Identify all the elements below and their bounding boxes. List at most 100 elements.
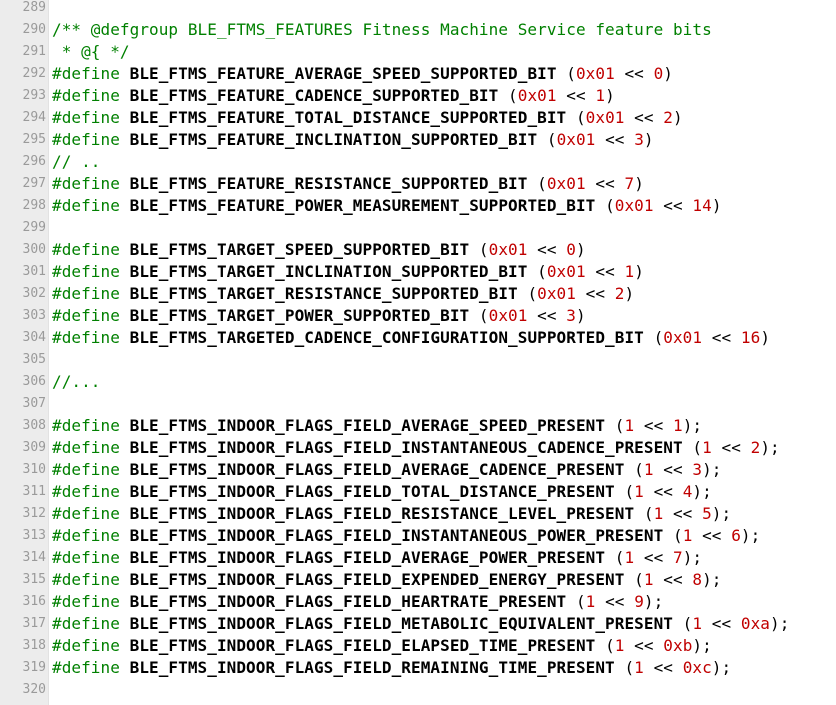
code-line[interactable]: 299: [0, 217, 836, 239]
line-text: #define BLE_FTMS_TARGET_INCLINATION_SUPP…: [52, 261, 644, 283]
code-line[interactable]: 302#define BLE_FTMS_TARGET_RESISTANCE_SU…: [0, 283, 836, 305]
number-token: 0x01: [546, 262, 586, 281]
punctuation-token: <<: [624, 108, 664, 127]
punctuation-token: [120, 438, 130, 457]
line-text: #define BLE_FTMS_INDOOR_FLAGS_FIELD_REMA…: [52, 657, 731, 679]
punctuation-token: (: [672, 614, 693, 633]
line-text: // ..: [52, 151, 101, 173]
line-text: #define BLE_FTMS_FEATURE_CADENCE_SUPPORT…: [52, 85, 615, 107]
code-line[interactable]: 290/** @defgroup BLE_FTMS_FEATURES Fitne…: [0, 19, 836, 41]
punctuation-token: [120, 504, 130, 523]
punctuation-token: [120, 482, 130, 501]
identifier-token: BLE_FTMS_INDOOR_FLAGS_FIELD_ELAPSED_TIME…: [129, 636, 596, 655]
preprocessor-token: #define: [52, 130, 120, 149]
line-number: 317: [22, 616, 46, 631]
line-number: 314: [22, 550, 46, 565]
punctuation-token: (: [643, 328, 664, 347]
identifier-token: BLE_FTMS_INDOOR_FLAGS_FIELD_RESISTANCE_L…: [129, 504, 635, 523]
punctuation-token: (: [517, 284, 538, 303]
code-line[interactable]: 318#define BLE_FTMS_INDOOR_FLAGS_FIELD_E…: [0, 635, 836, 657]
punctuation-token: [120, 328, 130, 347]
code-line[interactable]: 298#define BLE_FTMS_FEATURE_POWER_MEASUR…: [0, 195, 836, 217]
code-line[interactable]: 289: [0, 0, 836, 19]
punctuation-token: [120, 306, 130, 325]
code-line[interactable]: 303#define BLE_FTMS_TARGET_POWER_SUPPORT…: [0, 305, 836, 327]
punctuation-token: <<: [585, 174, 625, 193]
comment-token: // ..: [52, 152, 101, 171]
code-line[interactable]: 307: [0, 393, 836, 415]
identifier-token: BLE_FTMS_FEATURE_INCLINATION_SUPPORTED_B…: [129, 130, 538, 149]
line-number: 307: [22, 396, 46, 411]
code-line[interactable]: 291 * @{ */: [0, 41, 836, 63]
number-token: 5: [702, 504, 712, 523]
punctuation-token: <<: [614, 64, 654, 83]
line-number: 298: [22, 198, 46, 213]
code-line[interactable]: 292#define BLE_FTMS_FEATURE_AVERAGE_SPEE…: [0, 63, 836, 85]
line-number: 294: [22, 110, 46, 125]
number-token: 7: [624, 174, 635, 193]
code-line[interactable]: 309#define BLE_FTMS_INDOOR_FLAGS_FIELD_I…: [0, 437, 836, 459]
punctuation-token: [120, 196, 130, 215]
line-number: 318: [22, 638, 46, 653]
code-line[interactable]: 312#define BLE_FTMS_INDOOR_FLAGS_FIELD_R…: [0, 503, 836, 525]
code-line[interactable]: 305: [0, 349, 836, 371]
code-line[interactable]: 306//...: [0, 371, 836, 393]
punctuation-token: (: [663, 526, 683, 545]
code-line[interactable]: 313#define BLE_FTMS_INDOOR_FLAGS_FIELD_I…: [0, 525, 836, 547]
preprocessor-token: #define: [52, 108, 120, 127]
line-number: 303: [22, 308, 46, 323]
preprocessor-token: #define: [52, 86, 120, 105]
punctuation-token: <<: [653, 196, 693, 215]
code-line[interactable]: 304#define BLE_FTMS_TARGETED_CADENCE_CON…: [0, 327, 836, 349]
preprocessor-token: #define: [52, 240, 120, 259]
punctuation-token: <<: [624, 636, 664, 655]
code-line[interactable]: 293#define BLE_FTMS_FEATURE_CADENCE_SUPP…: [0, 85, 836, 107]
line-text: #define BLE_FTMS_INDOOR_FLAGS_FIELD_AVER…: [52, 547, 702, 569]
preprocessor-token: #define: [52, 416, 120, 435]
line-number: 310: [22, 462, 46, 477]
comment-token: /** @defgroup BLE_FTMS_FEATURES Fitness …: [52, 20, 712, 39]
code-line[interactable]: 319#define BLE_FTMS_INDOOR_FLAGS_FIELD_R…: [0, 657, 836, 679]
code-line[interactable]: 316#define BLE_FTMS_INDOOR_FLAGS_FIELD_H…: [0, 591, 836, 613]
code-line[interactable]: 308#define BLE_FTMS_INDOOR_FLAGS_FIELD_A…: [0, 415, 836, 437]
number-token: 0x01: [517, 86, 557, 105]
identifier-token: BLE_FTMS_TARGET_INCLINATION_SUPPORTED_BI…: [129, 262, 528, 281]
code-line[interactable]: 294#define BLE_FTMS_FEATURE_TOTAL_DISTAN…: [0, 107, 836, 129]
code-line[interactable]: 320: [0, 679, 836, 701]
code-line[interactable]: 297#define BLE_FTMS_FEATURE_RESISTANCE_S…: [0, 173, 836, 195]
line-text: #define BLE_FTMS_INDOOR_FLAGS_FIELD_TOTA…: [52, 481, 712, 503]
punctuation-token: [120, 240, 130, 259]
line-text: #define BLE_FTMS_INDOOR_FLAGS_FIELD_EXPE…: [52, 569, 722, 591]
preprocessor-token: #define: [52, 614, 120, 633]
punctuation-token: (: [469, 240, 489, 259]
code-line[interactable]: 296// ..: [0, 151, 836, 173]
punctuation-token: ): [643, 130, 654, 149]
code-line[interactable]: 311 #define BLE_FTMS_INDOOR_FLAGS_FIELD_T…: [0, 481, 836, 503]
punctuation-token: (: [595, 636, 615, 655]
code-line[interactable]: 295#define BLE_FTMS_FEATURE_INCLINATION_…: [0, 129, 836, 151]
code-line[interactable]: 317 #define BLE_FTMS_INDOOR_FLAGS_FIELD_M…: [0, 613, 836, 635]
punctuation-token: );: [692, 636, 712, 655]
punctuation-token: ): [605, 86, 615, 105]
line-text: #define BLE_FTMS_INDOOR_FLAGS_FIELD_META…: [52, 613, 789, 635]
punctuation-token: ): [711, 196, 722, 215]
line-number: 311: [22, 484, 46, 499]
code-line[interactable]: 301#define BLE_FTMS_TARGET_INCLINATION_S…: [0, 261, 836, 283]
preprocessor-token: #define: [52, 438, 120, 457]
punctuation-token: (: [527, 174, 547, 193]
line-number: 308: [22, 418, 46, 433]
code-line[interactable]: 310#define BLE_FTMS_INDOOR_FLAGS_FIELD_A…: [0, 459, 836, 481]
code-line[interactable]: 315#define BLE_FTMS_INDOOR_FLAGS_FIELD_E…: [0, 569, 836, 591]
code-line[interactable]: 314 #define BLE_FTMS_INDOOR_FLAGS_FIELD_A…: [0, 547, 836, 569]
number-token: 1: [672, 416, 683, 435]
preprocessor-token: #define: [52, 658, 120, 677]
code-line[interactable]: 300#define BLE_FTMS_TARGET_SPEED_SUPPORT…: [0, 239, 836, 261]
line-number: 312: [22, 506, 46, 521]
punctuation-token: [120, 526, 130, 545]
identifier-token: BLE_FTMS_FEATURE_CADENCE_SUPPORTED_BIT: [129, 86, 499, 105]
line-text: #define BLE_FTMS_TARGET_RESISTANCE_SUPPO…: [52, 283, 634, 305]
punctuation-token: ): [634, 174, 644, 193]
punctuation-token: );: [711, 658, 732, 677]
